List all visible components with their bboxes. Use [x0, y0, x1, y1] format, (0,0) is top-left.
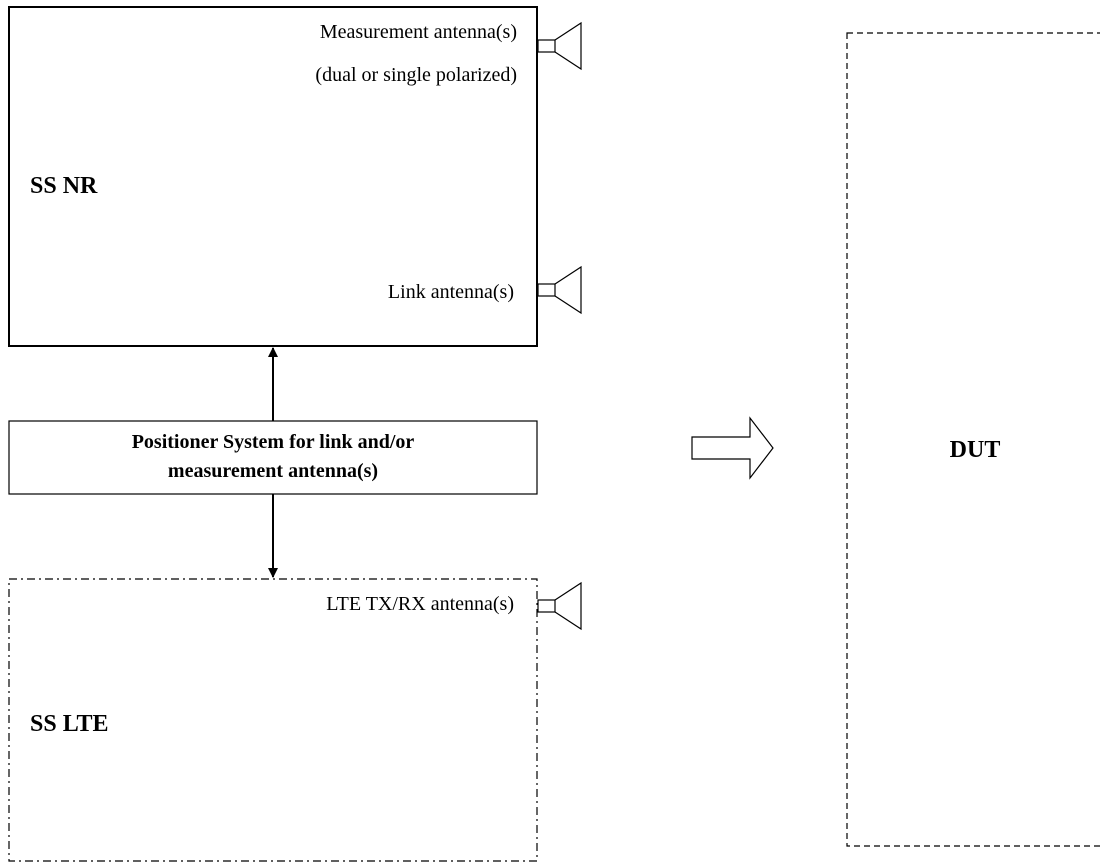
- positioner-box: [8, 420, 538, 495]
- lte-antenna-icon: [537, 581, 582, 631]
- ss-lte-box: [8, 578, 538, 862]
- measurement-antenna-label-line1: Measurement antenna(s): [320, 21, 517, 43]
- dut-box: [846, 32, 1100, 847]
- positioner-label-line1: Positioner System for link and/or: [132, 431, 415, 453]
- ss-lte-title: SS LTE: [30, 711, 109, 737]
- measurement-antenna-icon: [537, 21, 582, 71]
- ss-nr-block: SS NR Measurement antenna(s) (dual or si…: [8, 6, 582, 347]
- ss-nr-title: SS NR: [30, 173, 98, 199]
- measurement-antenna-label-line2: (dual or single polarized): [315, 64, 517, 86]
- ss-lte-block: SS LTE LTE TX/RX antenna(s): [8, 578, 582, 862]
- lte-antenna-label: LTE TX/RX antenna(s): [326, 593, 514, 615]
- link-antenna-label: Link antenna(s): [388, 281, 514, 303]
- ss-nr-box: [8, 6, 538, 347]
- positioner-block: Positioner System for link and/or measur…: [8, 420, 538, 495]
- dut-title: DUT: [950, 437, 1001, 463]
- positioner-label-line2: measurement antenna(s): [168, 460, 378, 482]
- hollow-right-arrow-icon: [691, 416, 774, 480]
- dut-block: DUT: [846, 32, 1100, 847]
- link-antenna-icon: [537, 265, 582, 315]
